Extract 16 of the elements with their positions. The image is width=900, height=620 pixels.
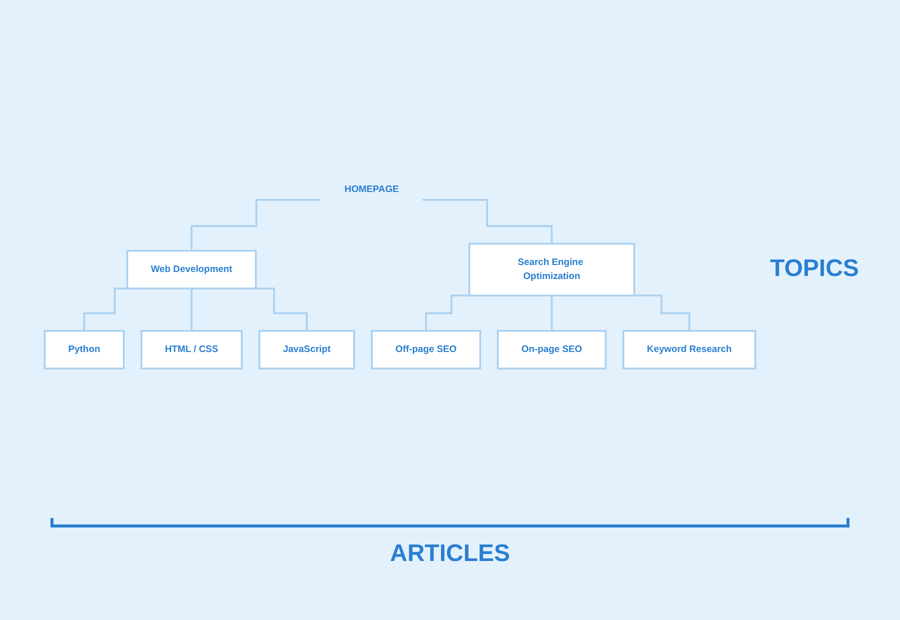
node-box: Off-page SEO: [370, 330, 482, 370]
connector: [422, 199, 553, 245]
node-box: Search Engine Optimization: [468, 243, 636, 297]
connector: [550, 295, 553, 332]
connector: [190, 199, 321, 252]
node-text: HOMEPAGE: [344, 184, 399, 195]
connector: [190, 288, 192, 332]
section-label: ARTICLES: [390, 540, 510, 568]
node-box: Keyword Research: [622, 330, 756, 370]
node-box: On-page SEO: [496, 330, 607, 370]
node-box: HTML / CSS: [140, 330, 243, 370]
node-box: Python: [44, 330, 125, 370]
node-box: Web Development: [126, 250, 257, 290]
node-box: JavaScript: [258, 330, 356, 370]
section-label: TOPICS: [770, 255, 859, 282]
connector: [634, 295, 690, 332]
